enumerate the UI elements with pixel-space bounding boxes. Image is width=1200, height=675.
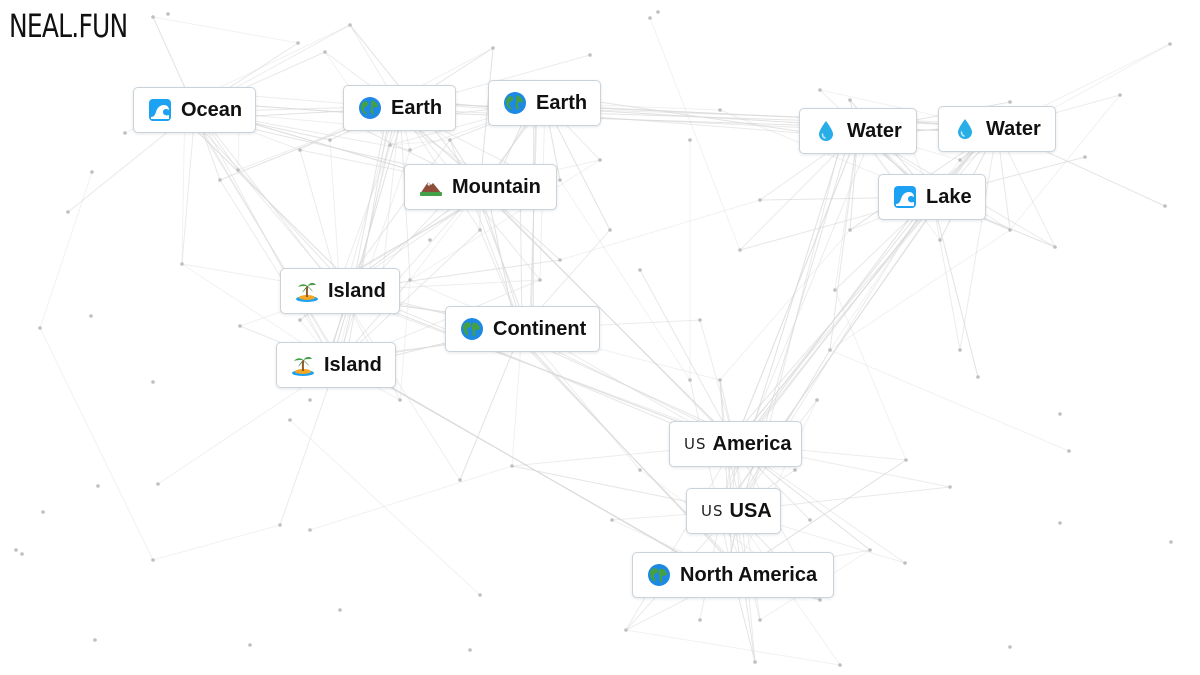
tile-island[interactable]: Island xyxy=(280,268,400,314)
tile-mountain[interactable]: Mountain xyxy=(404,164,557,210)
tile-label: Earth xyxy=(391,96,443,119)
tile-earth[interactable]: Earth xyxy=(488,80,601,126)
tile-lake[interactable]: Lake xyxy=(878,174,986,220)
tile-label: America xyxy=(712,432,792,455)
tile-continent[interactable]: Continent xyxy=(445,306,600,352)
tile-america[interactable]: US America xyxy=(669,421,802,467)
wave-icon xyxy=(148,98,172,122)
tile-label: Continent xyxy=(493,317,587,340)
tile-label: Island xyxy=(324,353,382,376)
tile-label: Ocean xyxy=(181,98,243,121)
tile-label: Lake xyxy=(926,185,972,208)
tile-usa[interactable]: US USA xyxy=(686,488,781,534)
wave-icon xyxy=(893,185,917,209)
globe-icon xyxy=(647,563,671,587)
droplet-icon xyxy=(814,119,838,143)
tile-label: Water xyxy=(847,119,902,142)
tile-north-america[interactable]: North America xyxy=(632,552,834,598)
palm-island-icon xyxy=(291,353,315,377)
tile-label: Island xyxy=(328,279,386,302)
tile-label: Earth xyxy=(536,91,588,114)
us-flag-icon: US xyxy=(701,502,724,520)
mountain-icon xyxy=(419,175,443,199)
tile-label: USA xyxy=(729,499,772,522)
tile-island[interactable]: Island xyxy=(276,342,396,388)
globe-icon xyxy=(460,317,484,341)
globe-icon xyxy=(358,96,382,120)
tile-label: North America xyxy=(680,563,818,586)
tile-earth[interactable]: Earth xyxy=(343,85,456,131)
neal-fun-logo[interactable]: NEAL.FUN xyxy=(9,7,128,45)
tile-label: Mountain xyxy=(452,175,541,198)
droplet-icon xyxy=(953,117,977,141)
tile-ocean[interactable]: Ocean xyxy=(133,87,256,133)
tile-label: Water xyxy=(986,117,1041,140)
globe-icon xyxy=(503,91,527,115)
palm-island-icon xyxy=(295,279,319,303)
tile-water[interactable]: Water xyxy=(799,108,917,154)
us-flag-icon: US xyxy=(684,435,707,453)
tile-water[interactable]: Water xyxy=(938,106,1056,152)
